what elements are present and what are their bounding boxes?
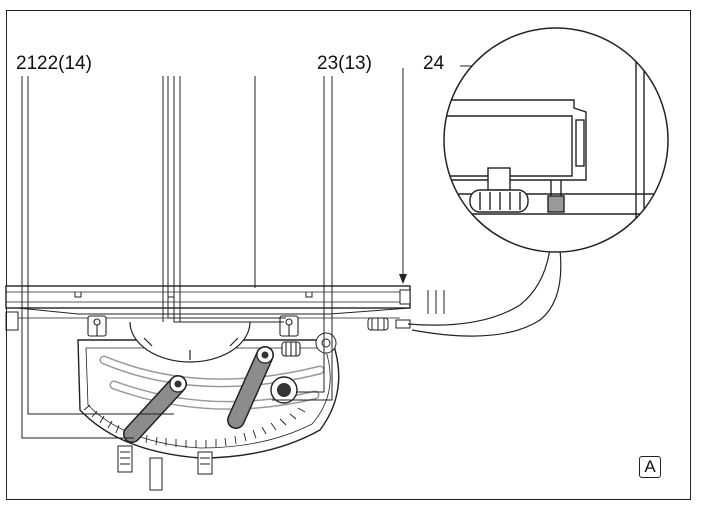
panel-letter-badge: A: [639, 456, 661, 478]
table-edge-left: [5, 311, 19, 331]
clamp-blocks: [87, 315, 301, 357]
fence-rail: [5, 285, 445, 319]
guide-bar: [117, 445, 213, 491]
callout-24: 24: [423, 53, 445, 74]
zoom-connector: [407, 247, 562, 337]
callout-22-14: 22(14): [37, 53, 92, 74]
fence-clamp-knob: [367, 317, 411, 331]
detail-magnifier: [443, 27, 669, 253]
callout-23-13: 23(13): [317, 53, 372, 74]
callout-21: 21: [16, 53, 38, 74]
lever-arms: [123, 346, 274, 443]
locking-knob: [270, 376, 298, 404]
